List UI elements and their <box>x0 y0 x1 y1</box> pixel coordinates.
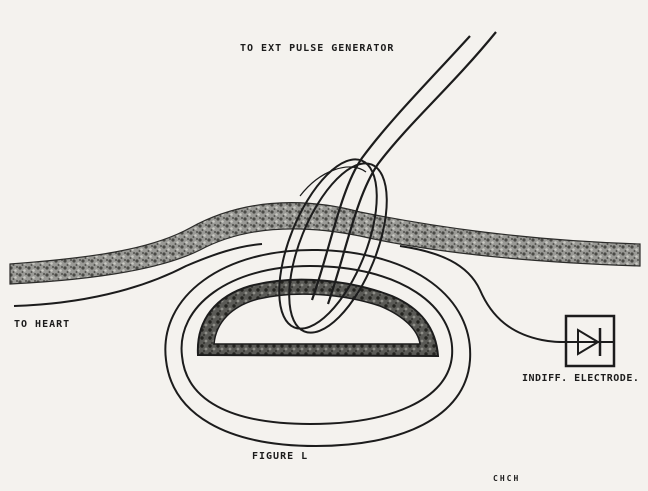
diode-symbol-icon <box>566 316 614 366</box>
author-initials: CHCH <box>493 475 520 483</box>
figure-caption: FIGURE L <box>252 452 308 462</box>
label-pulse-generator: TO EXT PULSE GENERATOR <box>240 44 394 54</box>
skin-tissue-layer <box>10 203 640 284</box>
coupling-ring-fill <box>300 167 366 196</box>
wire-to-pulse-generator-b <box>328 32 496 304</box>
label-indifferent-electrode: INDIFF. ELECTRODE. <box>522 374 639 384</box>
label-to-heart: TO HEART <box>14 320 70 330</box>
